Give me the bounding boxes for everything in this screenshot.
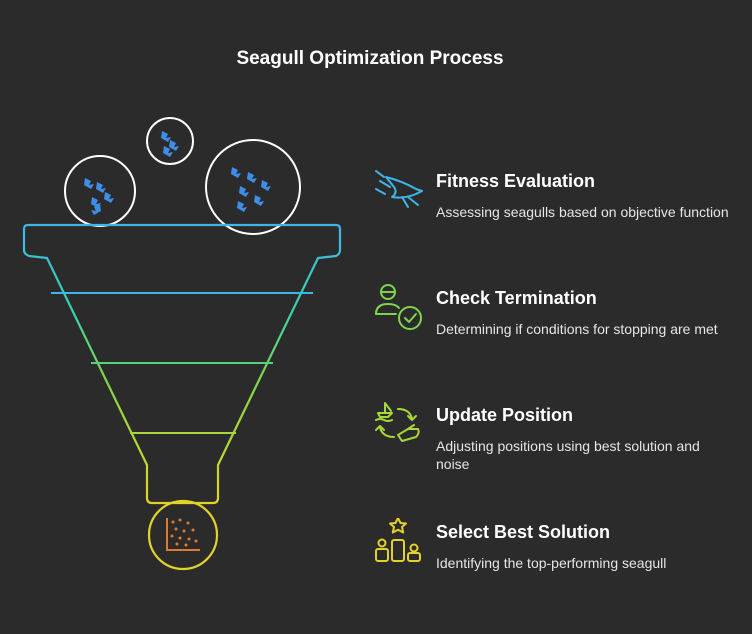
seagull-icon [375,170,423,208]
seagull-flock-right [205,139,301,235]
move-boat-icon [375,402,420,442]
page-title: Seagull Optimization Process [236,48,504,69]
funnel-outline [22,223,342,505]
step-heading: Fitness Evaluation [436,171,596,191]
step-heading: Check Termination [436,288,597,308]
step-description: Determining if conditions for stopping a… [436,321,718,337]
step-description: Assessing seagulls based on objective fu… [436,204,729,220]
person-check-icon [375,284,422,330]
step-description: Adjusting positions using best solution … [436,438,700,472]
seagull-flock-small [146,117,194,165]
podium-star-icon [375,518,421,562]
step-heading: Update Position [436,405,574,425]
scatter-plot-icon [147,499,219,571]
step-heading: Select Best Solution [436,522,611,542]
step-description: Identifying the top-performing seagull [436,555,667,571]
seagull-flock-left [64,155,136,227]
